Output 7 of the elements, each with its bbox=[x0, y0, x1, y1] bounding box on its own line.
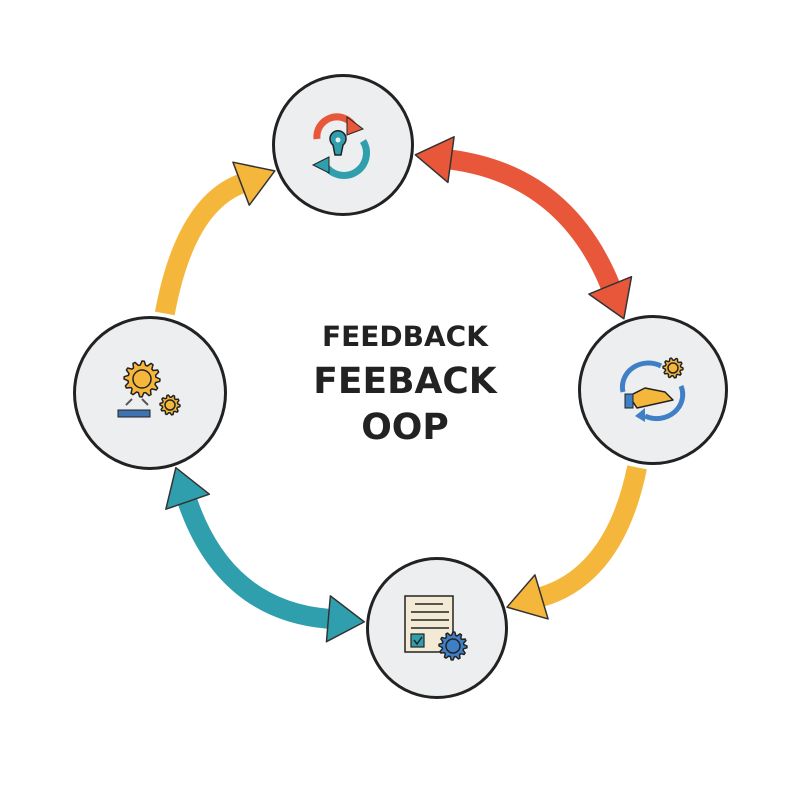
title-text: FEEDBACK bbox=[321, 322, 490, 353]
curved-arrow bbox=[506, 465, 647, 620]
curved-arrow bbox=[414, 136, 632, 319]
title-text: FEEBACK bbox=[312, 362, 498, 402]
curved-arrow bbox=[155, 162, 275, 316]
curved-arrow bbox=[165, 467, 365, 642]
title-text: OOP bbox=[360, 408, 450, 448]
